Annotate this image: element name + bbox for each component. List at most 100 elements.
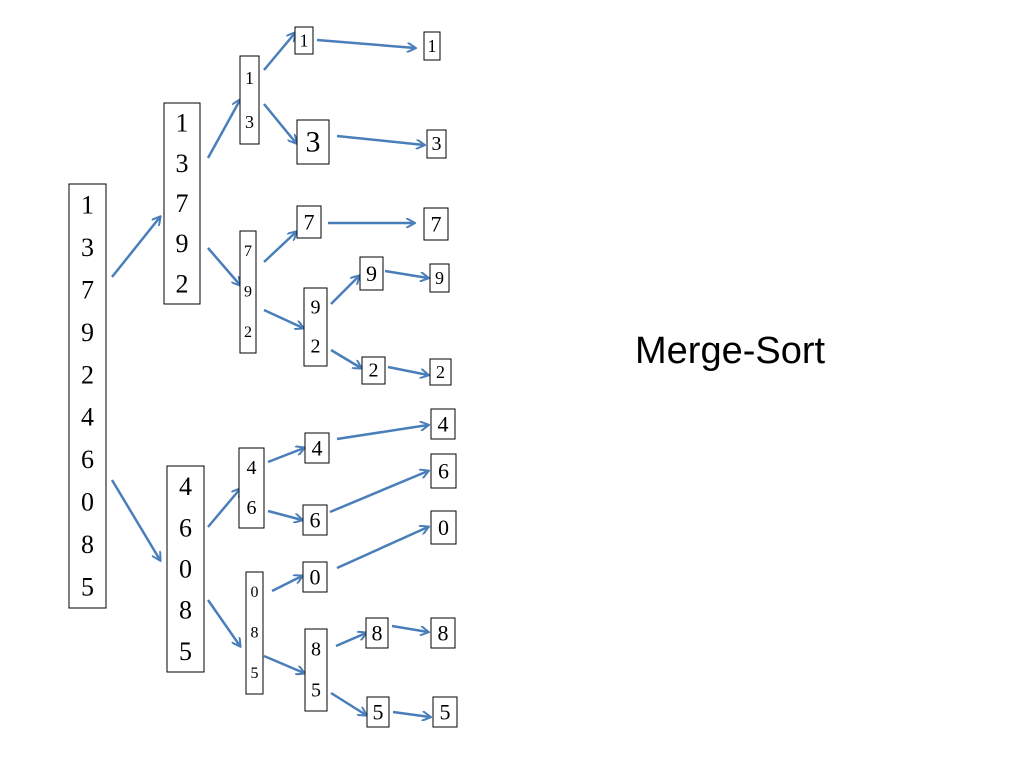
arrow-r-to-rl xyxy=(207,489,240,528)
box-value: 5 xyxy=(311,680,321,702)
box-border xyxy=(361,356,386,385)
box-value: 1 xyxy=(81,191,94,220)
box-value: 8 xyxy=(438,621,449,646)
box-f4: 4 xyxy=(430,408,456,440)
box-value: 7 xyxy=(176,189,189,218)
arrow-r-to-rr xyxy=(206,599,240,646)
box-border xyxy=(238,447,265,529)
arrow-root-to-r xyxy=(110,479,160,560)
box-value: 8 xyxy=(372,621,383,646)
box-value: 6 xyxy=(81,445,94,474)
box-border xyxy=(302,561,328,593)
box-value: 5 xyxy=(179,637,192,666)
arrow-rr85-to-rr5 xyxy=(330,691,366,715)
box-border xyxy=(366,696,390,728)
box-value: 9 xyxy=(81,318,94,347)
box-value: 2 xyxy=(176,269,189,298)
box-rl6: 6 xyxy=(302,504,328,536)
box-value: 1 xyxy=(428,36,437,56)
box-rr85: 85 xyxy=(304,628,328,712)
arrow-rl4-to-f4 xyxy=(336,425,428,441)
box-value: 2 xyxy=(436,362,445,382)
box-border xyxy=(365,617,389,649)
box-value: 0 xyxy=(81,488,94,517)
arrow-rr8-to-f8 xyxy=(391,624,428,632)
box-value: 6 xyxy=(310,508,321,533)
box-f5: 5 xyxy=(432,696,458,728)
arrow-lr-to-lr7 xyxy=(263,232,296,263)
arrow-rl6-to-f6 xyxy=(329,471,428,514)
arrow-ll-to-ll3 xyxy=(263,103,296,143)
slide-title: Merge-Sort xyxy=(635,330,826,372)
arrow-lr-to-lr92 xyxy=(263,308,303,328)
box-f8: 8 xyxy=(430,617,456,649)
box-root: 1 3 7 9 2 4 6 0 8 5 xyxy=(68,183,107,609)
box-ll3: 3 xyxy=(296,119,330,165)
box-lr92: 92 xyxy=(303,287,328,367)
box-value: 7 xyxy=(81,276,94,305)
box-ll: 13 xyxy=(239,55,260,145)
box-border xyxy=(359,256,384,291)
box-value: 4 xyxy=(438,412,449,437)
box-f1: 1 xyxy=(423,31,441,61)
box-border xyxy=(426,129,447,159)
box-value: 5 xyxy=(440,700,451,725)
box-value: 7 xyxy=(304,210,315,235)
box-value: 4 xyxy=(81,403,94,432)
box-value: 0 xyxy=(251,584,259,601)
box-value: 9 xyxy=(176,229,189,258)
box-value: 7 xyxy=(431,212,442,237)
box-value: 3 xyxy=(432,133,442,155)
box-f3: 3 xyxy=(426,129,447,159)
box-value: 9 xyxy=(366,261,377,286)
box-lr2: 2 xyxy=(361,356,386,385)
arrow-root-to-l xyxy=(111,217,160,278)
box-value: 1 xyxy=(300,31,309,51)
box-lr9: 9 xyxy=(359,256,384,291)
box-value: 8 xyxy=(179,596,192,625)
arrow-rr85-to-rr8 xyxy=(335,633,366,648)
arrow-ll-to-ll1 xyxy=(263,33,295,71)
arrow-rr-to-rr85 xyxy=(263,654,304,673)
box-border xyxy=(430,453,457,489)
box-value: 1 xyxy=(176,109,189,138)
box-value: 2 xyxy=(244,324,252,341)
box-value: 3 xyxy=(81,233,94,262)
box-value: 0 xyxy=(438,515,449,540)
arrow-l-to-ll xyxy=(206,100,240,159)
arrow-ll1-to-f1 xyxy=(316,38,415,48)
box-value: 5 xyxy=(251,665,259,682)
box-rl4: 4 xyxy=(304,432,330,464)
box-value: 2 xyxy=(311,336,321,358)
box-border xyxy=(430,510,457,545)
arrow-rl-to-rl6 xyxy=(267,509,302,520)
box-value: 5 xyxy=(81,572,94,601)
box-border xyxy=(296,119,330,165)
box-rl: 46 xyxy=(238,447,265,529)
box-f6: 6 xyxy=(430,453,457,489)
box-f0: 0 xyxy=(430,510,457,545)
box-border xyxy=(302,504,328,536)
box-ll1: 1 xyxy=(294,26,314,55)
box-lr: 792 xyxy=(239,230,257,354)
arrow-l-to-lr xyxy=(207,247,240,285)
box-border xyxy=(166,465,205,673)
box-value: 8 xyxy=(81,530,94,559)
box-value: 0 xyxy=(310,565,321,590)
box-lr7: 7 xyxy=(296,205,322,239)
box-value: 9 xyxy=(244,284,252,301)
box-value: 3 xyxy=(245,112,254,132)
box-rr8: 8 xyxy=(365,617,389,649)
arrow-rr0-to-f0 xyxy=(336,527,428,570)
box-value: 2 xyxy=(81,360,94,389)
box-f2: 2 xyxy=(429,358,452,386)
box-f7: 7 xyxy=(423,207,449,241)
arrow-lr92-to-lr9 xyxy=(330,276,359,305)
box-rr: 085 xyxy=(245,571,264,695)
box-border xyxy=(303,287,328,367)
box-border xyxy=(163,102,201,305)
